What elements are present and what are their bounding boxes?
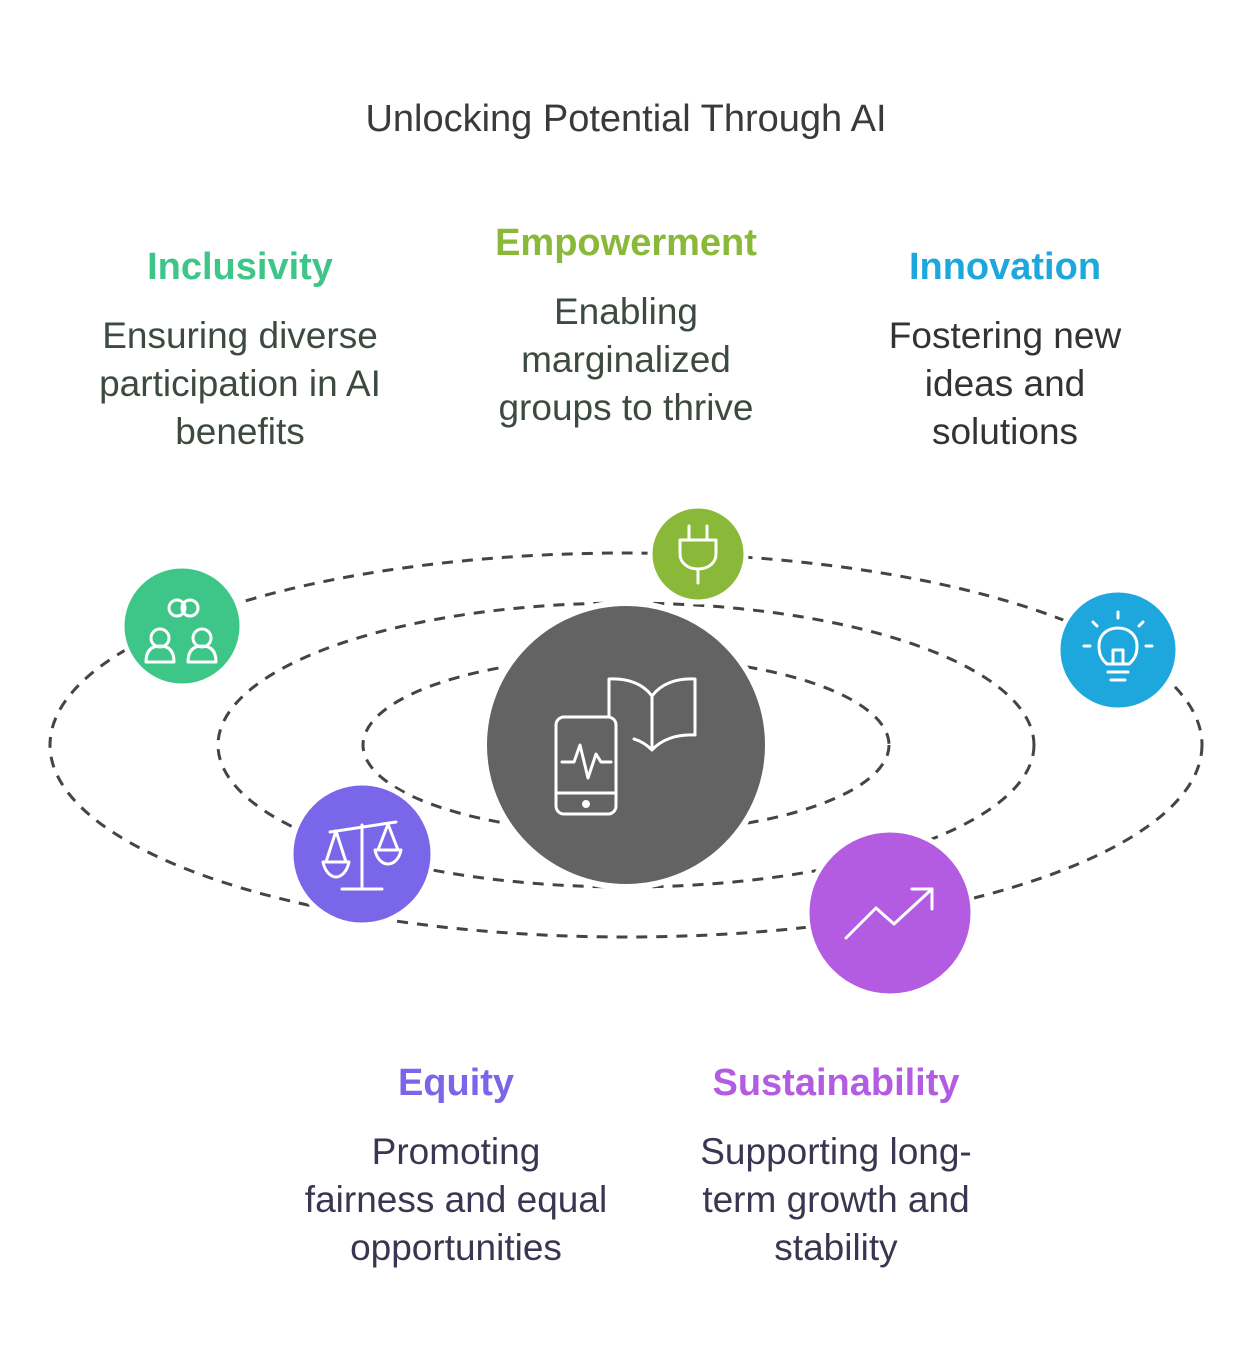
inclusivity-desc-line: participation in AI [99, 363, 381, 404]
outer-orbit [48, 551, 1204, 939]
diagram-title: Unlocking Potential Through AI [365, 98, 887, 140]
equity-heading: Equity [397, 1062, 515, 1104]
lightbulb-icon [1082, 610, 1154, 682]
innovation-desc-line: solutions [931, 411, 1079, 452]
people-connection-icon [144, 598, 218, 664]
equity-desc-line: fairness and equal [304, 1179, 608, 1220]
trend-up-icon [844, 887, 934, 940]
inclusivity-heading: Inclusivity [147, 246, 333, 288]
inclusivity-desc-line: benefits [175, 411, 305, 452]
empowerment-label: Empowerment Enabling marginalized groups… [446, 220, 806, 432]
middle-orbit [216, 601, 1036, 889]
inclusivity-node [119, 563, 245, 689]
sustainability-desc-line: stability [774, 1227, 898, 1268]
plug-icon [678, 524, 718, 585]
equity-desc-line: Promoting [371, 1131, 541, 1172]
innovation-node [1055, 587, 1181, 713]
sustainability-desc-line: term growth and [702, 1179, 970, 1220]
empowerment-node [647, 503, 749, 605]
sustainability-label: Sustainability Supporting long- term gro… [656, 1060, 1016, 1272]
empowerment-desc-line: groups to thrive [498, 387, 754, 428]
empowerment-desc-line: marginalized [521, 339, 731, 380]
equity-label: Equity Promoting fairness and equal oppo… [276, 1060, 636, 1272]
equity-node [288, 780, 436, 928]
inclusivity-label: Inclusivity Ensuring diverse participati… [60, 244, 420, 456]
innovation-desc-line: ideas and [924, 363, 1086, 404]
inclusivity-desc-line: Ensuring diverse [102, 315, 378, 356]
center-node [481, 600, 771, 890]
sustainability-desc-line: Supporting long- [700, 1131, 972, 1172]
phone-book-icon [554, 677, 697, 816]
innovation-label: Innovation Fostering new ideas and solut… [830, 244, 1180, 456]
equity-desc-line: opportunities [350, 1227, 562, 1268]
scales-icon [321, 820, 403, 891]
empowerment-heading: Empowerment [495, 222, 757, 264]
sustainability-node [804, 827, 976, 999]
inner-orbit [361, 655, 891, 835]
empowerment-desc-line: Enabling [553, 291, 698, 332]
innovation-heading: Innovation [908, 246, 1102, 288]
sustainability-heading: Sustainability [712, 1062, 960, 1104]
innovation-desc-line: Fostering new [888, 315, 1122, 356]
